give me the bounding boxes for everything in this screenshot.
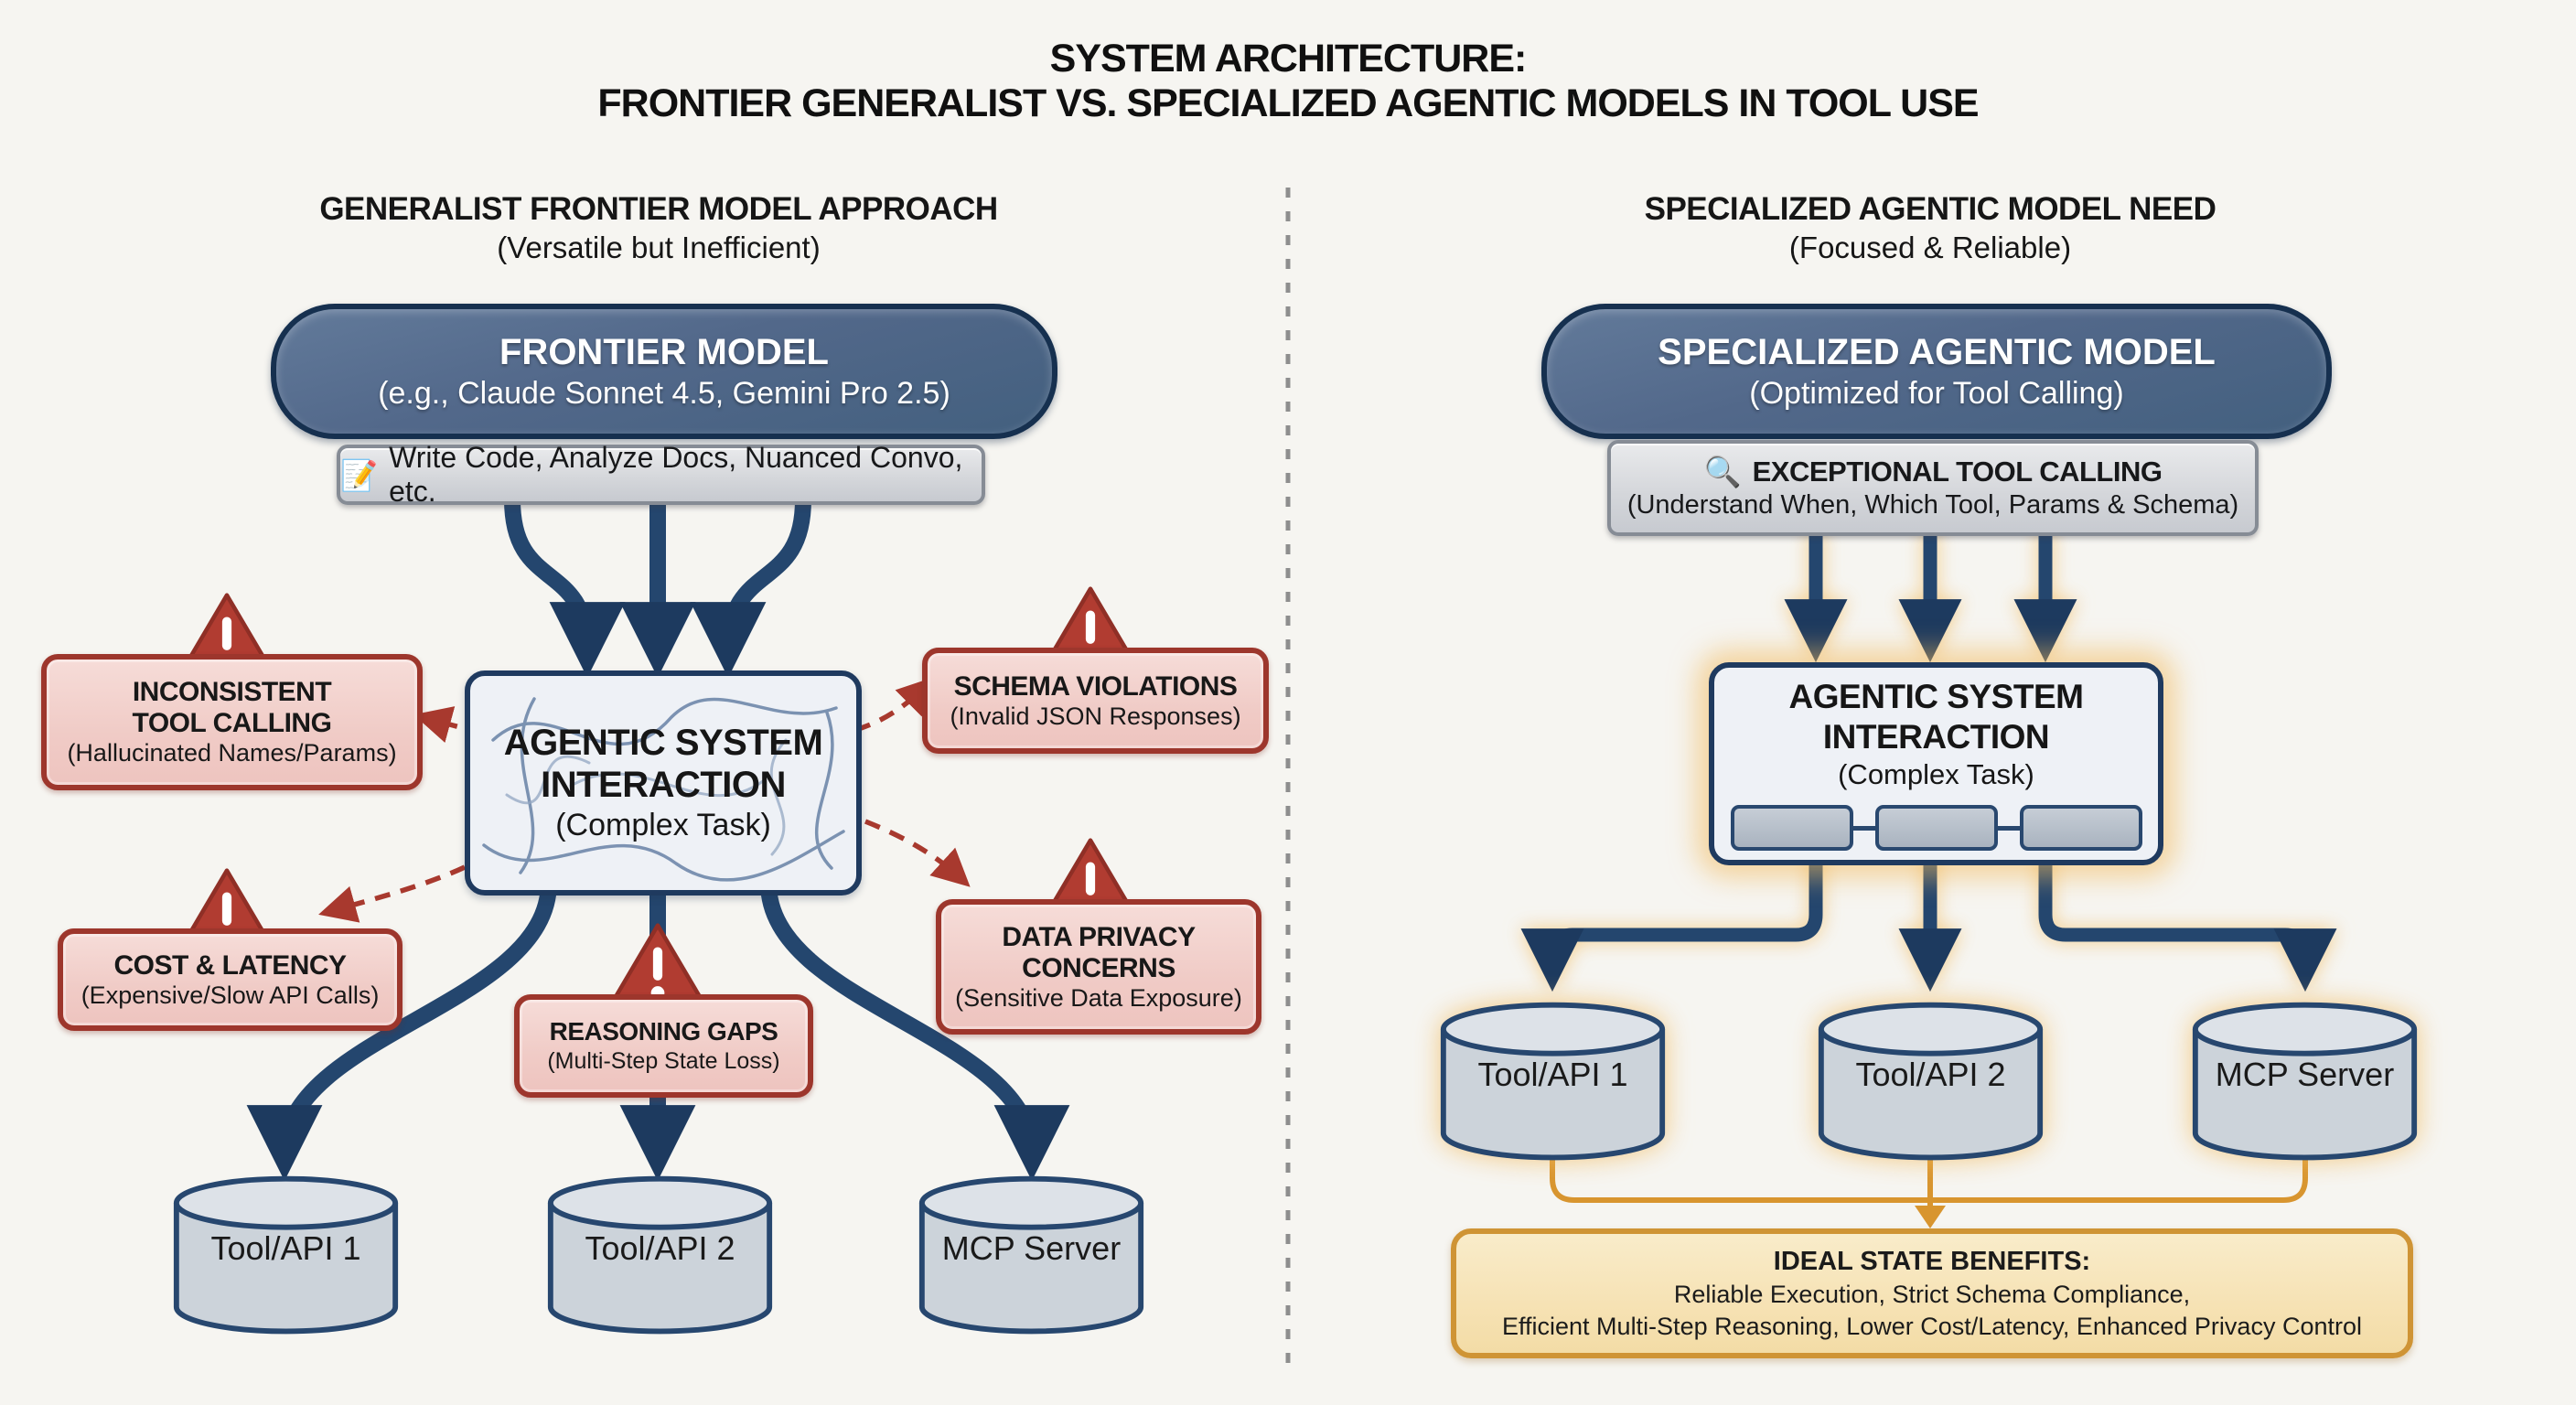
warning-data-privacy: DATA PRIVACY CONCERNS (Sensitive Data Ex… bbox=[936, 899, 1261, 1035]
right-agentic-subtitle: (Complex Task) bbox=[1838, 758, 2034, 790]
pipeline-connector bbox=[1852, 825, 1875, 831]
left-header-text: GENERALIST FRONTIER MODEL APPROACH bbox=[319, 191, 998, 227]
memo-pencil-icon: 📝 bbox=[340, 457, 379, 492]
warning-reasoning-gaps: REASONING GAPS (Multi-Step State Loss) bbox=[514, 994, 813, 1098]
cylinder-label: MCP Server bbox=[2215, 1056, 2395, 1093]
title-line2: FRONTIER GENERALIST VS. SPECIALIZED AGEN… bbox=[597, 81, 1979, 125]
warning-inconsistent-tool-calling: INCONSISTENT TOOL CALLING (Hallucinated … bbox=[41, 654, 423, 790]
warning-cost-latency: COST & LATENCY (Expensive/Slow API Calls… bbox=[58, 928, 402, 1031]
task-bar-label: Write Code, Analyze Docs, Nuanced Convo,… bbox=[389, 441, 963, 508]
frontier-model-box: FRONTIER MODEL (e.g., Claude Sonnet 4.5,… bbox=[271, 304, 1057, 439]
left-tool-api-1-cylinder: Tool/API 1 bbox=[169, 1173, 402, 1356]
page-title: SYSTEM ARCHITECTURE: FRONTIER GENERALIST… bbox=[373, 37, 2203, 126]
right-subheader-text: (Focused & Reliable) bbox=[1788, 231, 2072, 264]
left-in-arrows bbox=[504, 499, 811, 678]
cylinder-label: Tool/API 2 bbox=[585, 1229, 735, 1267]
right-mcp-server-cylinder: MCP Server bbox=[2188, 999, 2421, 1182]
left-mcp-server-cylinder: MCP Server bbox=[915, 1173, 1148, 1356]
right-header-text: SPECIALIZED AGENTIC MODEL NEED bbox=[1644, 191, 2216, 227]
pipeline-step-box bbox=[1874, 805, 1998, 851]
benefit-merge-lines bbox=[1550, 1151, 2308, 1209]
right-in-arrows bbox=[1784, 531, 2077, 663]
cylinder-label: Tool/API 2 bbox=[1855, 1056, 2006, 1093]
benefits-title: IDEAL STATE BENEFITS: bbox=[1773, 1246, 2091, 1276]
warning-subtitle: (Invalid JSON Responses) bbox=[950, 702, 1241, 730]
benefit-arrowhead bbox=[1915, 1206, 1946, 1228]
pipeline-connector bbox=[1997, 825, 2020, 831]
warning-title: DATA PRIVACY bbox=[1002, 921, 1196, 952]
left-subheader-text: (Versatile but Inefficient) bbox=[497, 231, 821, 264]
warning-schema-violations: SCHEMA VIOLATIONS (Invalid JSON Response… bbox=[922, 648, 1269, 754]
tangled-lines-graphic bbox=[482, 697, 845, 882]
cylinder-label: MCP Server bbox=[941, 1229, 1122, 1267]
exceptional-tool-calling-bar: 🔍 EXCEPTIONAL TOOL CALLING (Understand W… bbox=[1607, 440, 2259, 536]
right-tool-api-1-cylinder: Tool/API 1 bbox=[1436, 999, 1669, 1182]
pipeline-steps bbox=[1730, 805, 2142, 851]
general-task-bar: 📝 Write Code, Analyze Docs, Nuanced Conv… bbox=[337, 441, 985, 508]
warning-subtitle: (Expensive/Slow API Calls) bbox=[80, 981, 380, 1009]
specialized-model-subtitle: (Optimized for Tool Calling) bbox=[1749, 376, 2124, 411]
capability-bar-subtitle: (Understand When, Which Tool, Params & S… bbox=[1626, 489, 2239, 520]
left-agentic-title2: INTERACTION bbox=[541, 765, 786, 805]
warning-subtitle: (Hallucinated Names/Params) bbox=[67, 739, 397, 767]
benefits-line1: Reliable Execution, Strict Schema Compli… bbox=[1673, 1280, 2191, 1308]
warning-title2: TOOL CALLING bbox=[132, 708, 332, 738]
right-tool-api-2-cylinder: Tool/API 2 bbox=[1814, 999, 2047, 1182]
right-column-header: SPECIALIZED AGENTIC MODEL NEED (Focused … bbox=[1427, 190, 2433, 267]
left-agentic-title1: AGENTIC SYSTEM bbox=[503, 723, 823, 763]
left-agentic-system-box: AGENTIC SYSTEM INTERACTION (Complex Task… bbox=[465, 670, 862, 896]
warning-title: COST & LATENCY bbox=[113, 949, 347, 981]
cylinder-label: Tool/API 1 bbox=[210, 1229, 361, 1267]
warning-title2: CONCERNS bbox=[1022, 952, 1175, 983]
capability-bar-label: EXCEPTIONAL TOOL CALLING bbox=[1752, 455, 2163, 488]
specialized-model-title: SPECIALIZED AGENTIC MODEL bbox=[1658, 332, 2216, 372]
pipeline-step-box bbox=[2019, 805, 2142, 851]
ideal-state-benefits-box: IDEAL STATE BENEFITS: Reliable Execution… bbox=[1451, 1228, 2413, 1358]
cylinder-label: Tool/API 1 bbox=[1477, 1056, 1628, 1093]
warning-subtitle: (Multi-Step State Loss) bbox=[547, 1048, 780, 1074]
warning-title: REASONING GAPS bbox=[549, 1017, 778, 1046]
warning-title: SCHEMA VIOLATIONS bbox=[953, 670, 1238, 702]
right-agentic-title1: AGENTIC SYSTEM bbox=[1788, 678, 2084, 715]
right-agentic-title2: INTERACTION bbox=[1822, 718, 2050, 756]
left-tool-api-2-cylinder: Tool/API 2 bbox=[543, 1173, 777, 1356]
magnifier-icon: 🔍 bbox=[1703, 455, 1742, 488]
warning-title: INCONSISTENT bbox=[132, 677, 332, 707]
left-column-header: GENERALIST FRONTIER MODEL APPROACH (Vers… bbox=[156, 190, 1162, 267]
specialized-model-box: SPECIALIZED AGENTIC MODEL (Optimized for… bbox=[1541, 304, 2332, 439]
warning-subtitle: (Sensitive Data Exposure) bbox=[955, 983, 1242, 1012]
right-agentic-system-box: AGENTIC SYSTEM INTERACTION (Complex Task… bbox=[1709, 662, 2163, 865]
benefits-line2: Efficient Multi-Step Reasoning, Lower Co… bbox=[1502, 1312, 2362, 1340]
frontier-model-title: FRONTIER MODEL bbox=[499, 332, 829, 372]
right-out-arrows bbox=[1520, 853, 2337, 992]
pipeline-step-box bbox=[1730, 805, 1853, 851]
left-agentic-subtitle: (Complex Task) bbox=[555, 808, 771, 842]
frontier-model-subtitle: (e.g., Claude Sonnet 4.5, Gemini Pro 2.5… bbox=[378, 376, 950, 411]
title-line1: SYSTEM ARCHITECTURE: bbox=[1049, 37, 1528, 80]
